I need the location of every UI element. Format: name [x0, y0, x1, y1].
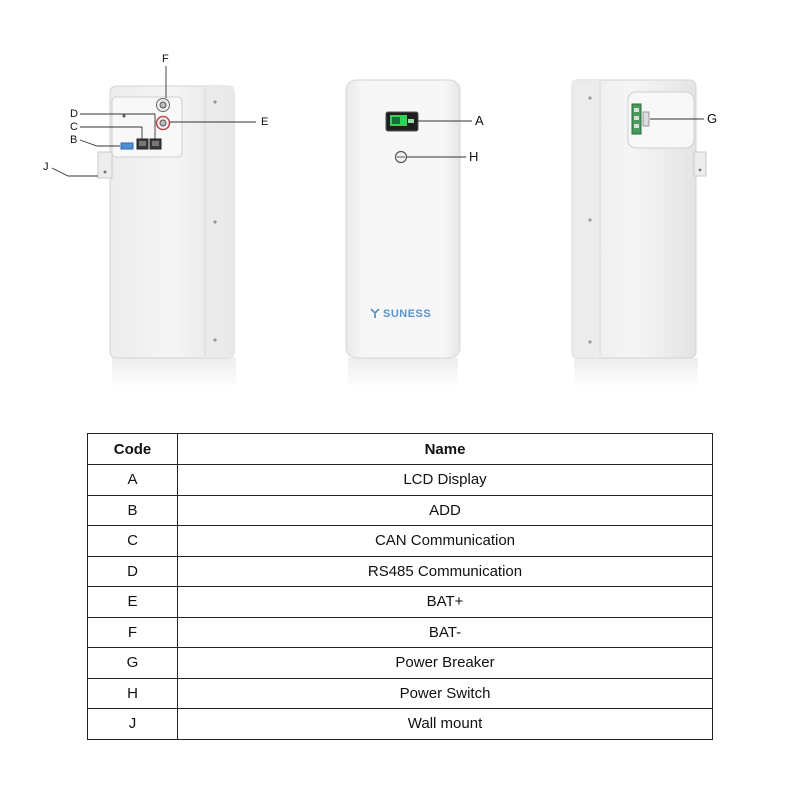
bat-minus-connector: [156, 98, 170, 112]
row-name: Power Switch: [177, 677, 713, 709]
lcd-display: [385, 111, 419, 132]
row-name: BAT+: [177, 586, 713, 618]
callout-f: F: [162, 53, 169, 65]
front-view: SUNESS: [345, 79, 461, 388]
right-wall-mount-bracket: [693, 151, 707, 177]
right-side-view: [571, 79, 707, 388]
callout-j: J: [43, 161, 49, 173]
product-views-figure: SUNESS: [43, 53, 717, 388]
callout-h: H: [469, 149, 478, 164]
callout-c: C: [70, 121, 78, 133]
row-code: B: [87, 494, 178, 526]
row-name: ADD: [177, 494, 713, 526]
front-cabinet-body: [345, 79, 461, 359]
table-header-row: Code Name: [87, 433, 713, 465]
row-code: C: [87, 525, 178, 557]
row-code: J: [87, 708, 178, 740]
column-header-code: Code: [87, 433, 178, 465]
leader-lines: [51, 66, 704, 177]
callout-a: A: [475, 113, 484, 128]
row-name: RS485 Communication: [177, 555, 713, 587]
power-breaker: [631, 103, 650, 135]
address-dip-switch: [120, 142, 134, 150]
bat-plus-connector: [155, 115, 171, 131]
svg-text:SUNESS: SUNESS: [383, 308, 431, 320]
callout-g: G: [707, 111, 717, 126]
power-switch-button: [394, 150, 408, 164]
row-name: CAN Communication: [177, 525, 713, 557]
callout-b: B: [70, 134, 77, 146]
row-code: F: [87, 616, 178, 648]
breaker-panel: [627, 91, 695, 149]
row-code: E: [87, 586, 178, 618]
leader-line-j: [51, 167, 98, 177]
row-code: H: [87, 677, 178, 709]
callout-e: E: [261, 116, 268, 128]
row-code: A: [87, 464, 178, 496]
row-code: G: [87, 647, 178, 679]
brand-logo: SUNESS: [370, 308, 431, 320]
row-name: LCD Display: [177, 464, 713, 496]
row-name: BAT-: [177, 616, 713, 648]
row-name: Power Breaker: [177, 647, 713, 679]
callout-d: D: [70, 108, 78, 120]
wall-mount-bracket: [97, 151, 113, 179]
left-side-view: [97, 85, 236, 388]
row-code: D: [87, 555, 178, 587]
row-name: Wall mount: [177, 708, 713, 740]
leader-line-b: [79, 139, 120, 147]
column-header-name: Name: [177, 433, 713, 465]
callout-labels: F D C B E J A H G: [43, 53, 717, 173]
